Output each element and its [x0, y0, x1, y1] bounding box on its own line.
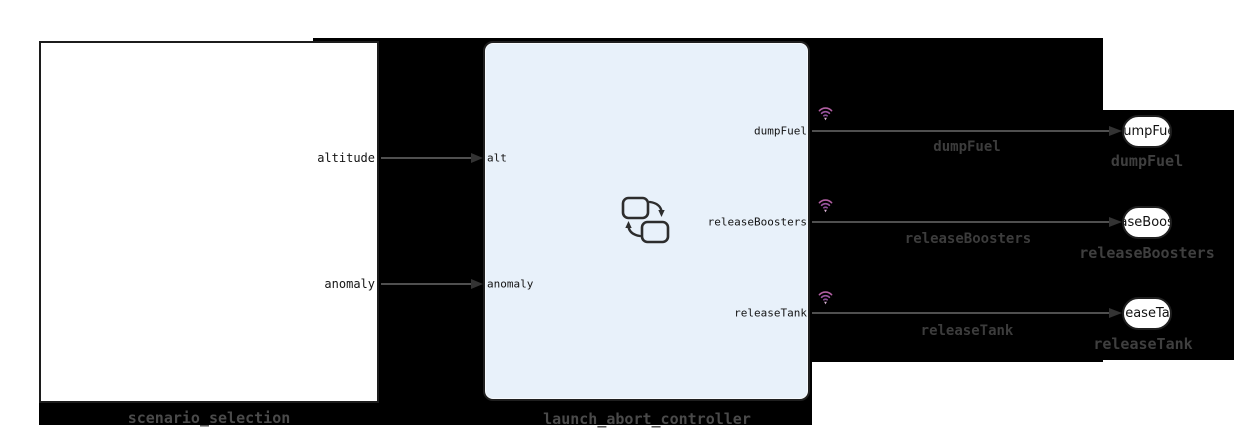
arrowhead	[1109, 217, 1122, 227]
signal-label-releaseboosters: releaseBoosters	[904, 231, 1032, 247]
outport-block-releasetank[interactable]: releaseTank	[1122, 297, 1172, 330]
arrowhead	[1109, 126, 1122, 136]
chart-output-label-dumpfuel: dumpFuel	[754, 124, 807, 138]
outport-name-dumpfuel[interactable]: dumpFuel	[1110, 152, 1184, 170]
chart-output-label-releaseboosters: releaseBoosters	[707, 215, 807, 229]
signal-wire-releasetank[interactable]	[812, 312, 1109, 314]
outport-block-dumpfuel[interactable]: dumpFuel	[1122, 115, 1172, 148]
wireless-signal-icon[interactable]	[818, 288, 833, 306]
chart-input-label-alt: alt	[487, 151, 507, 165]
signal-wire-anomaly[interactable]	[381, 283, 472, 285]
block-name-launch-abort-controller[interactable]: launch_abort_controller	[543, 410, 751, 428]
outport-name-releasetank[interactable]: releaseTank	[1093, 335, 1193, 353]
wireless-signal-icon[interactable]	[818, 104, 833, 122]
signal-wire-dumpfuel[interactable]	[812, 130, 1109, 132]
port-label-anomaly: anomaly	[324, 277, 375, 291]
arrowhead	[471, 153, 483, 163]
port-label-altitude: altitude	[317, 151, 375, 165]
outport-block-releaseboosters[interactable]: releaseBoosters	[1122, 206, 1172, 239]
signal-wire-releaseboosters[interactable]	[812, 221, 1109, 223]
signal-wire-altitude[interactable]	[381, 157, 472, 159]
arrowhead	[1109, 308, 1122, 318]
arrowhead	[471, 279, 483, 289]
signal-label-dumpfuel: dumpFuel	[933, 139, 1001, 155]
chart-output-label-releasetank: releaseTank	[734, 306, 807, 320]
state-machine-icon	[621, 196, 670, 244]
block-name-scenario-selection[interactable]: scenario_selection	[127, 409, 291, 427]
wireless-signal-icon[interactable]	[818, 196, 833, 214]
outport-name-releaseboosters[interactable]: releaseBoosters	[1079, 244, 1215, 262]
chart-input-label-anomaly: anomaly	[487, 277, 534, 291]
block-scenario-selection[interactable]	[39, 41, 379, 403]
canvas-dark-region	[812, 38, 1103, 362]
signal-label-releasetank: releaseTank	[920, 323, 1014, 339]
